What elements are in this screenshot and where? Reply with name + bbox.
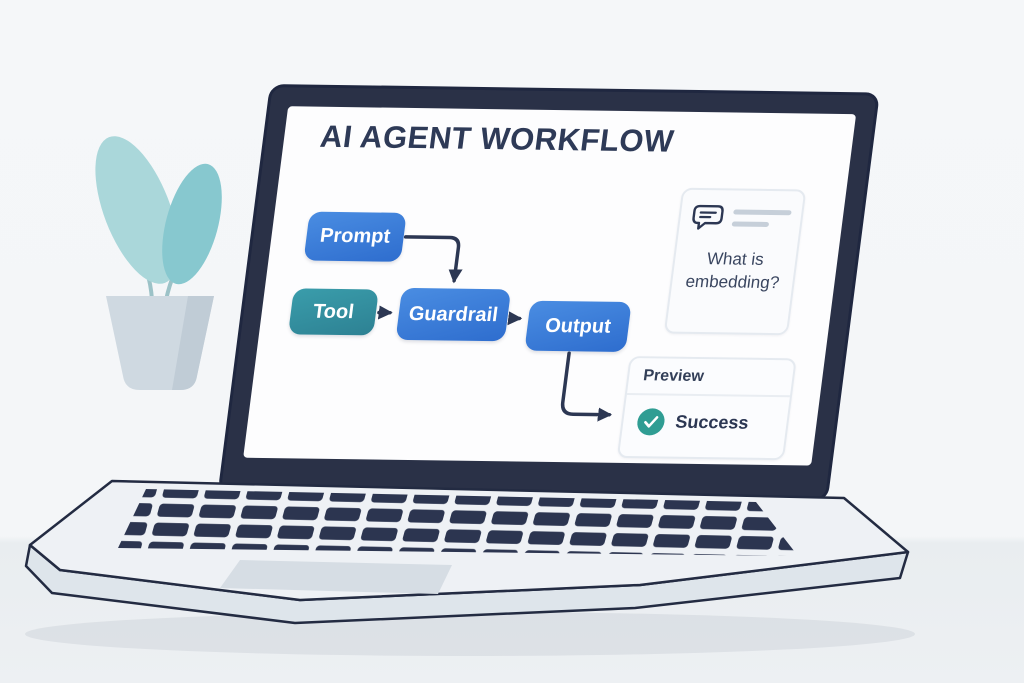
laptop-touchpad <box>220 560 452 594</box>
question-card: What is embedding? <box>663 187 807 336</box>
check-icon <box>635 408 667 436</box>
preview-card-body: Success <box>620 395 790 450</box>
plant-leaf-large <box>95 136 179 284</box>
plant-pot-shade <box>172 296 214 390</box>
chat-bubble-icon <box>692 204 724 230</box>
plant-leaf-small <box>162 163 222 285</box>
check-glyph <box>644 416 659 428</box>
laptop-shadow <box>25 612 915 656</box>
question-card-icon-row <box>689 203 793 233</box>
preview-card: Preview Success <box>616 356 797 461</box>
laptop-keyboard <box>118 489 798 556</box>
